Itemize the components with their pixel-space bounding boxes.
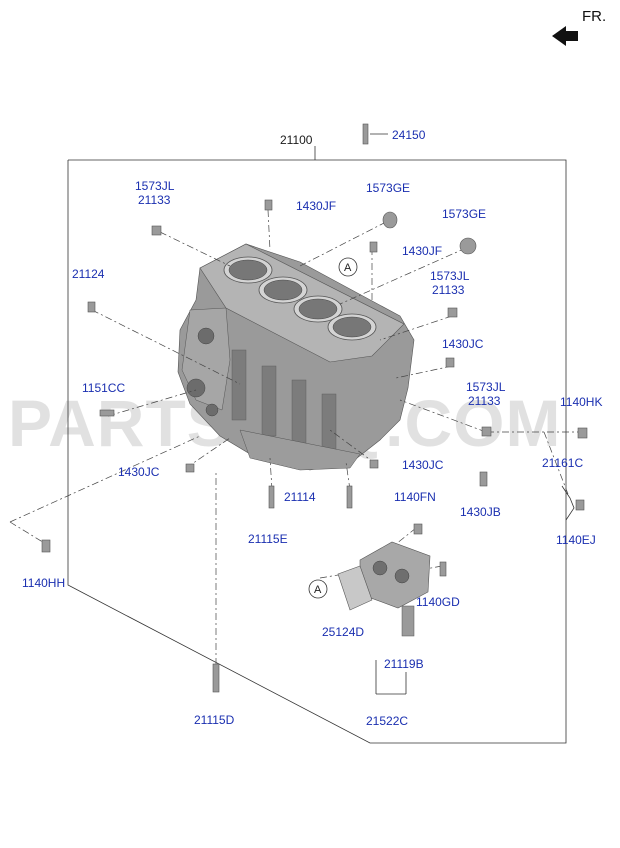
- bolt-21115e: [268, 485, 275, 509]
- bolt-21115d: [212, 663, 220, 693]
- cap-1573ge-b: [459, 237, 477, 255]
- part-label-21522c[interactable]: 21522C: [366, 714, 408, 728]
- callout-marker-a-top: A: [338, 257, 358, 277]
- part-label-1573jl-c[interactable]: 1573JL: [466, 380, 506, 394]
- part-label-1430jc-b[interactable]: 1430JC: [118, 465, 160, 479]
- part-label-1430jf-b[interactable]: 1430JF: [402, 244, 442, 258]
- part-label-1140ej[interactable]: 1140EJ: [556, 533, 596, 547]
- plug-1430jf-b: [369, 241, 378, 253]
- part-label-25124d[interactable]: 25124D: [322, 625, 364, 639]
- part-label-1430jc-a[interactable]: 1430JC: [442, 337, 484, 351]
- part-label-1573ge-a[interactable]: 1573GE: [366, 181, 410, 195]
- svg-text:A: A: [314, 584, 322, 596]
- plug-1430jf-a: [264, 199, 273, 211]
- part-label-1151cc[interactable]: 1151CC: [82, 381, 125, 395]
- plug-1573jl-b: [447, 307, 458, 318]
- part-label-1140gd[interactable]: 1140GD: [416, 595, 460, 609]
- part-label-1430jb[interactable]: 1430JB: [460, 505, 501, 519]
- dowel-pin-24150: [362, 123, 369, 145]
- part-label-1573jl-b[interactable]: 1573JL: [430, 269, 470, 283]
- bracket-21161c: [561, 485, 575, 521]
- bolt-21114: [346, 485, 353, 509]
- part-label-21119b[interactable]: 21119B: [384, 657, 424, 671]
- front-arrow-icon: [552, 26, 578, 46]
- part-label-21100[interactable]: 21100: [280, 133, 313, 147]
- oil-filter-bracket-illustration: [337, 541, 431, 695]
- part-label-21115e[interactable]: 21115E: [248, 532, 288, 546]
- part-label-1430jf-a[interactable]: 1430JF: [296, 199, 336, 213]
- plug-1430jc-c: [369, 459, 379, 469]
- pin-21124: [87, 301, 96, 313]
- cylinder-bores: [223, 256, 377, 341]
- bolt-1140ej: [575, 499, 585, 511]
- stud-1151cc: [99, 409, 115, 417]
- plug-1573jl-a: [151, 225, 162, 236]
- svg-text:A: A: [344, 262, 352, 274]
- plug-1573jl-c: [481, 426, 492, 437]
- part-label-1140hh[interactable]: 1140HH: [22, 576, 65, 590]
- pin-1430jb: [479, 471, 488, 487]
- cap-1573ge-a: [382, 211, 398, 229]
- part-label-21114[interactable]: 21114: [284, 490, 316, 504]
- front-direction-label: FR.: [582, 8, 606, 25]
- bolt-1140hk: [577, 427, 588, 439]
- part-label-21124[interactable]: 21124: [72, 267, 105, 281]
- bolt-1140gd: [439, 561, 447, 577]
- part-label-1573jl-a[interactable]: 1573JL: [135, 179, 175, 193]
- callout-marker-a-bottom: A: [308, 579, 328, 599]
- bolt-1140hh: [41, 539, 51, 553]
- part-label-21133-b[interactable]: 21133: [432, 283, 465, 297]
- plug-1430jc-a: [445, 357, 455, 368]
- assembly-outline: [67, 146, 567, 744]
- plug-1430jc-b: [185, 463, 195, 473]
- part-label-24150[interactable]: 24150: [392, 128, 426, 142]
- part-labels: 21100 24150 1573JL 21133 1430JF 1573GE 1…: [22, 128, 602, 728]
- part-label-21115d[interactable]: 21115D: [194, 713, 235, 727]
- part-label-21161c[interactable]: 21161C: [542, 456, 583, 470]
- small-parts: [41, 123, 588, 693]
- leader-lines: [9, 209, 584, 680]
- part-label-1573ge-b[interactable]: 1573GE: [442, 207, 486, 221]
- part-label-1430jc-c[interactable]: 1430JC: [402, 458, 444, 472]
- bolt-1140fn: [413, 523, 423, 535]
- cylinder-block-illustration: [177, 243, 415, 471]
- part-label-1140fn[interactable]: 1140FN: [394, 490, 436, 504]
- part-label-21133-a[interactable]: 21133: [138, 193, 171, 207]
- front-direction-indicator: FR.: [552, 8, 606, 46]
- part-label-1140hk[interactable]: 1140HK: [560, 395, 602, 409]
- part-label-21133-c[interactable]: 21133: [468, 394, 501, 408]
